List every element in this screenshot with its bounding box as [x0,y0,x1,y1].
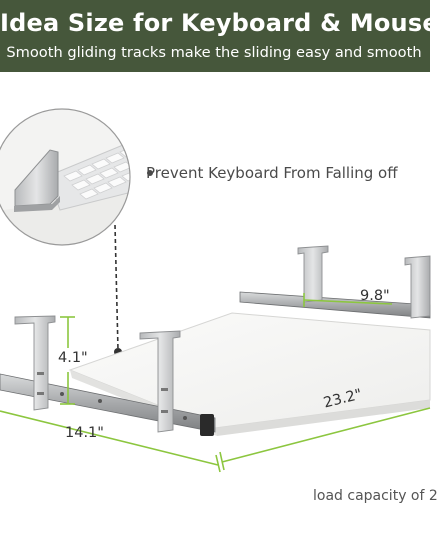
depth-dim-tick [215,454,221,473]
rear-rail [239,291,431,319]
rear-bracket-right [404,255,431,319]
product-image: Idea Size for Keyboard & Mouse Smooth gl… [0,0,439,504]
front-bracket-right [139,330,181,433]
front-bracket-left [14,315,56,411]
keyboard-tray-illustration [0,108,431,473]
keyboard-tray [68,312,431,436]
width-dim-line [221,407,431,463]
callout-bullet [147,170,153,176]
zoom-detail-circle [0,108,131,246]
height-dimension-label: 4.1" [58,350,88,366]
spacing-dim-line [303,299,393,305]
depth-dim-line [0,410,219,466]
header-banner: Idea Size for Keyboard & Mouse Smooth gl… [0,0,439,72]
banner-title: Idea Size for Keyboard & Mouse [0,9,439,37]
load-capacity-text: load capacity of 2 [313,488,438,504]
banner-subtitle: Smooth gliding tracks make the sliding e… [6,44,422,61]
leader-line [114,224,119,351]
rear-bracket-left [297,245,329,303]
dimension-lines [0,293,431,473]
depth-dimension-label: 14.1" [65,425,104,441]
width-dim-tick [219,451,225,471]
callout-label: Prevent Keyboard From Falling off [146,164,398,182]
bracket-spacing-label: 9.8" [360,288,390,304]
